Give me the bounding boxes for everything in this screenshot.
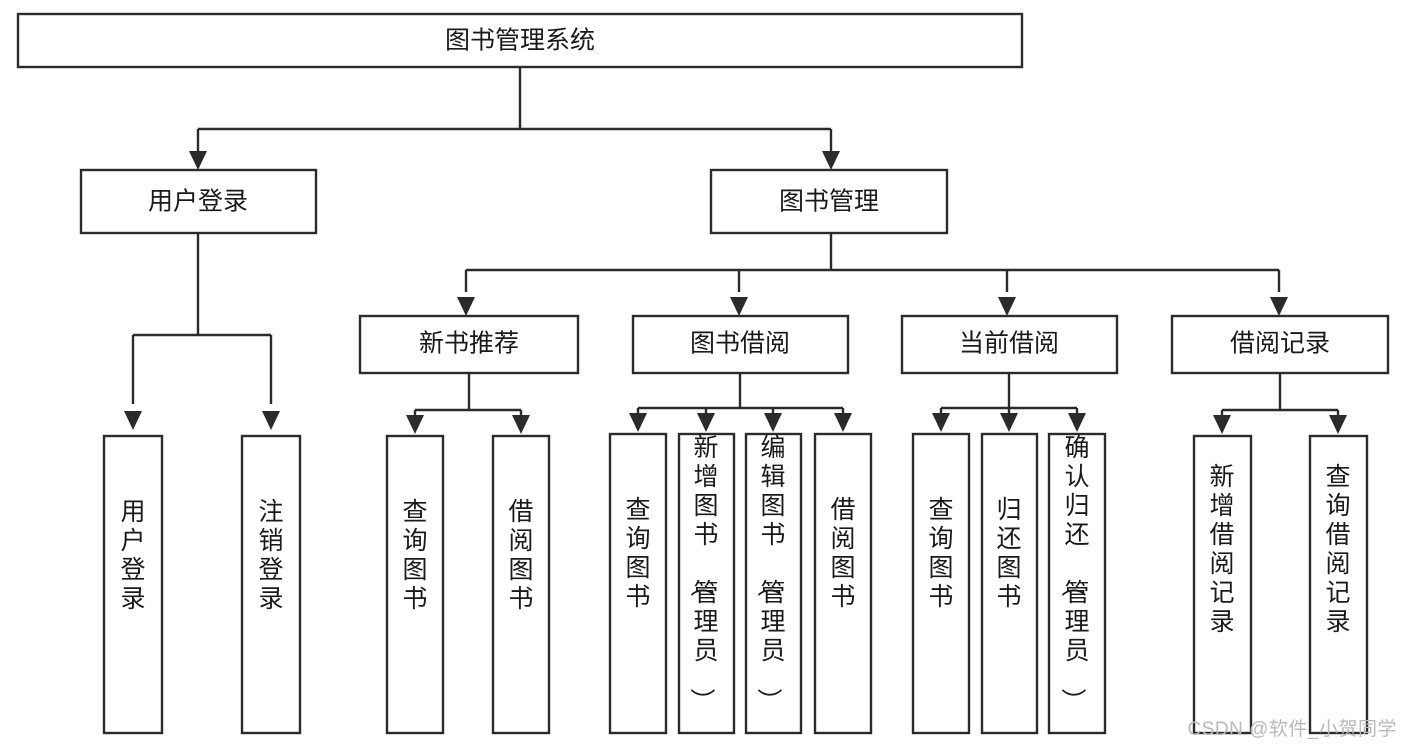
arrowhead-borrowbook-leaf-1 <box>629 413 647 432</box>
leaf-label-user-login-logout: 注销登录 <box>258 498 283 613</box>
arrowhead-borrowrecord-leaf-1 <box>1213 415 1231 434</box>
arrowhead-to-user-login <box>189 151 207 170</box>
node-new-book-recommend[interactable]: 新书推荐 <box>358 314 580 375</box>
arrowhead-newbook-leaf-2 <box>512 415 530 434</box>
leaf-label-record-add: 新增借阅记录 <box>1209 463 1234 636</box>
arrowhead-newbook-leaf-1 <box>406 415 424 434</box>
arrowhead-currentborrow-leaf-1 <box>932 413 950 432</box>
leaf-node[interactable]: 查询借阅记录 <box>1308 434 1369 735</box>
leaf-node[interactable]: 确认归还（管理员） <box>1047 432 1107 735</box>
node-label-current-borrow: 当前借阅 <box>959 330 1059 358</box>
leaf-node[interactable]: 归还图书 <box>980 432 1039 735</box>
leaf-label-newbook-query: 查询图书 <box>402 498 427 613</box>
leaf-label-borrow-borrow-book: 借阅图书 <box>830 496 855 611</box>
node-label-book-management: 图书管理 <box>779 188 879 216</box>
leaf-label-record-query: 查询借阅记录 <box>1325 463 1350 636</box>
node-label-book-borrow: 图书借阅 <box>690 330 790 358</box>
leaf-label-user-login-login: 用户登录 <box>120 498 145 613</box>
node-current-borrow[interactable]: 当前借阅 <box>900 314 1119 375</box>
arrowhead-to-borrow-record <box>1270 297 1288 316</box>
arrowhead-to-book-manage <box>822 151 840 170</box>
arrowhead-userlogin-child-1 <box>124 411 142 430</box>
arrowhead-userlogin-child-2 <box>262 411 280 430</box>
leaf-node[interactable]: 借阅图书 <box>813 432 873 735</box>
arrowhead-borrowbook-leaf-4 <box>834 413 852 432</box>
leaf-label-current-query: 查询图书 <box>928 496 953 611</box>
leaf-node[interactable]: 注销登录 <box>240 434 302 735</box>
arrowhead-borrowbook-leaf-3 <box>764 413 782 432</box>
arrowhead-to-new-book <box>457 297 475 316</box>
node-user-login[interactable]: 用户登录 <box>79 168 318 235</box>
leaf-node[interactable]: 新增借阅记录 <box>1192 434 1253 735</box>
node-label-user-login: 用户登录 <box>148 188 248 216</box>
node-label-borrow-record: 借阅记录 <box>1230 330 1330 358</box>
leaf-label-newbook-borrow: 借阅图书 <box>508 498 533 613</box>
leaf-node[interactable]: 新增图书（管理员） <box>677 432 736 735</box>
node-label-root: 图书管理系统 <box>445 27 595 55</box>
node-book-borrow[interactable]: 图书借阅 <box>631 314 850 375</box>
leaf-label-borrow-query: 查询图书 <box>625 496 650 611</box>
leaf-node[interactable]: 查询图书 <box>911 432 971 735</box>
arrowhead-to-borrow-book <box>730 297 748 316</box>
node-label-new-book-recommend: 新书推荐 <box>419 330 519 358</box>
connector-layer <box>124 67 1347 434</box>
arrowhead-to-current-borrow <box>998 297 1016 316</box>
leaf-node[interactable]: 编辑图书（管理员） <box>744 432 803 735</box>
leaf-node[interactable]: 借阅图书 <box>491 434 551 735</box>
leaf-node[interactable]: 查询图书 <box>385 434 445 735</box>
leaf-label-current-confirm-return: 确认归还（管理员） <box>1058 434 1089 713</box>
leaf-label-borrow-edit-book: 编辑图书（管理员） <box>754 434 785 713</box>
node-borrow-record[interactable]: 借阅记录 <box>1170 314 1390 375</box>
arrowhead-borrowbook-leaf-2 <box>697 413 715 432</box>
leaf-node[interactable]: 查询图书 <box>608 432 668 735</box>
arrowhead-currentborrow-leaf-2 <box>1000 413 1018 432</box>
node-book-management[interactable]: 图书管理 <box>709 168 949 235</box>
node-root-system[interactable]: 图书管理系统 <box>16 12 1024 69</box>
leaf-node[interactable]: 用户登录 <box>102 434 164 735</box>
leaf-label-borrow-add-book: 新增图书（管理员） <box>687 434 718 713</box>
leaf-label-current-return: 归还图书 <box>996 496 1021 611</box>
arrowhead-borrowrecord-leaf-2 <box>1329 415 1347 434</box>
arrowhead-currentborrow-leaf-3 <box>1068 413 1086 432</box>
